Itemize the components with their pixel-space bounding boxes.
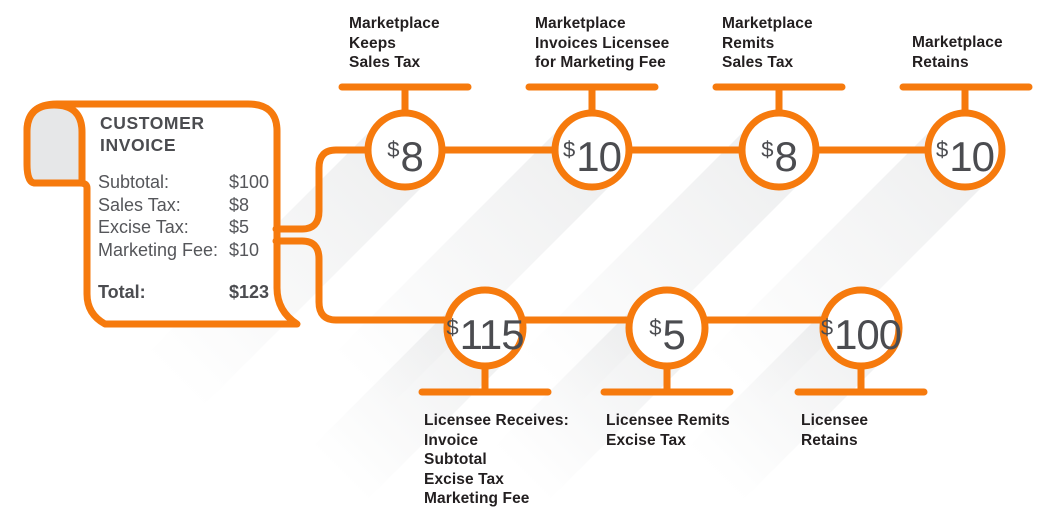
top-label-connectors bbox=[338, 83, 1033, 122]
node-circle bbox=[364, 109, 446, 191]
top-row-circles bbox=[364, 109, 1006, 191]
node-circle bbox=[551, 109, 633, 191]
node-circle bbox=[625, 286, 709, 370]
node-circle bbox=[738, 109, 820, 191]
node-circle bbox=[924, 109, 1006, 191]
node-circle bbox=[819, 286, 903, 370]
flow-line-bottom bbox=[272, 237, 865, 324]
bottom-label-connectors bbox=[418, 354, 928, 396]
flow-line-top bbox=[272, 146, 969, 233]
paper-curl-shape bbox=[23, 101, 86, 187]
bottom-row-circles bbox=[443, 286, 903, 370]
customer-invoice-card bbox=[23, 100, 301, 328]
node-circle bbox=[443, 286, 527, 370]
flow-lines bbox=[272, 146, 969, 324]
